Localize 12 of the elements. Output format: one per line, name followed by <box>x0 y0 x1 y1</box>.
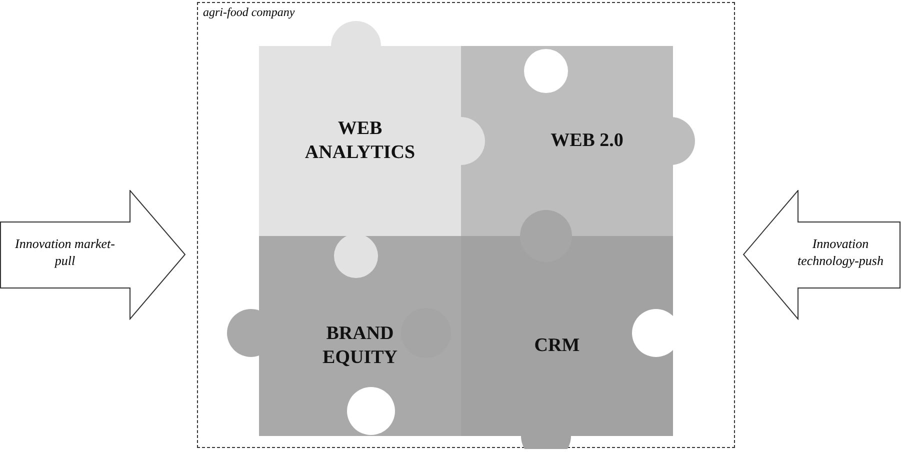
puzzle-piece <box>461 236 673 436</box>
company-frame <box>197 2 735 448</box>
frame-title: agri-food company <box>203 5 295 20</box>
arrow-label: Innovation market-pull <box>14 236 116 270</box>
piece-label: WEB 2.0 <box>550 129 624 153</box>
arrow-label: Innovation technology-push <box>796 236 884 270</box>
puzzle-piece <box>259 46 461 236</box>
piece-label: BRAND EQUITY <box>322 322 398 370</box>
block-arrow <box>743 190 901 320</box>
block-arrow <box>0 190 186 320</box>
piece-label: CRM <box>534 334 580 358</box>
piece-label: WEB ANALYTICS <box>304 117 416 165</box>
